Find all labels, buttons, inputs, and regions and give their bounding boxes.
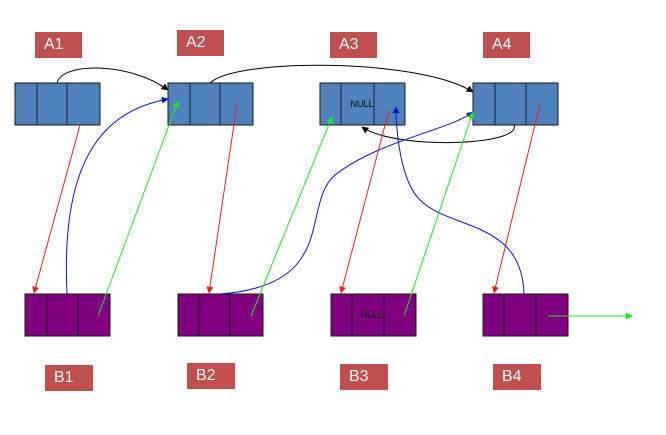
label-b4: B4 <box>493 364 541 390</box>
label-a2: A2 <box>177 30 224 56</box>
node-b4 <box>482 293 569 337</box>
arrow-b1-to-a2-green <box>97 100 180 317</box>
node-b1 <box>24 293 111 337</box>
a3-null-text: NULL <box>350 99 373 109</box>
label-b2: B2 <box>187 363 235 389</box>
arrow-a2-to-b2 <box>206 103 238 294</box>
arrow-a4-to-a3 <box>361 124 515 143</box>
arrow-b4-to-a3 <box>392 106 525 295</box>
label-b3: B3 <box>340 364 388 390</box>
node-a3: NULL <box>319 82 406 126</box>
node-b3: NULL <box>330 293 417 337</box>
label-b1: B1 <box>45 365 93 391</box>
arrow-b1-to-a2 <box>65 96 169 295</box>
arrow-b2-to-a3-green <box>250 116 333 317</box>
label-a3: A3 <box>330 32 377 58</box>
arrow-a4-to-b4 <box>492 103 541 294</box>
arrow-a1-to-b1 <box>32 124 81 294</box>
node-a4 <box>472 82 559 126</box>
label-a1: A1 <box>35 32 82 58</box>
arrow-b2-to-a4 <box>219 111 474 295</box>
arrow-a2-to-a4 <box>209 64 474 93</box>
b3-null-text: NULL <box>360 310 383 320</box>
arrow-b3-to-a4-green <box>403 111 475 317</box>
node-a1 <box>14 82 101 126</box>
arrow-a1-to-a2 <box>56 67 169 91</box>
label-a4: A4 <box>483 32 530 58</box>
arrow-a3-to-b3 <box>339 109 390 294</box>
node-a2 <box>167 82 254 126</box>
node-b2 <box>177 293 264 337</box>
